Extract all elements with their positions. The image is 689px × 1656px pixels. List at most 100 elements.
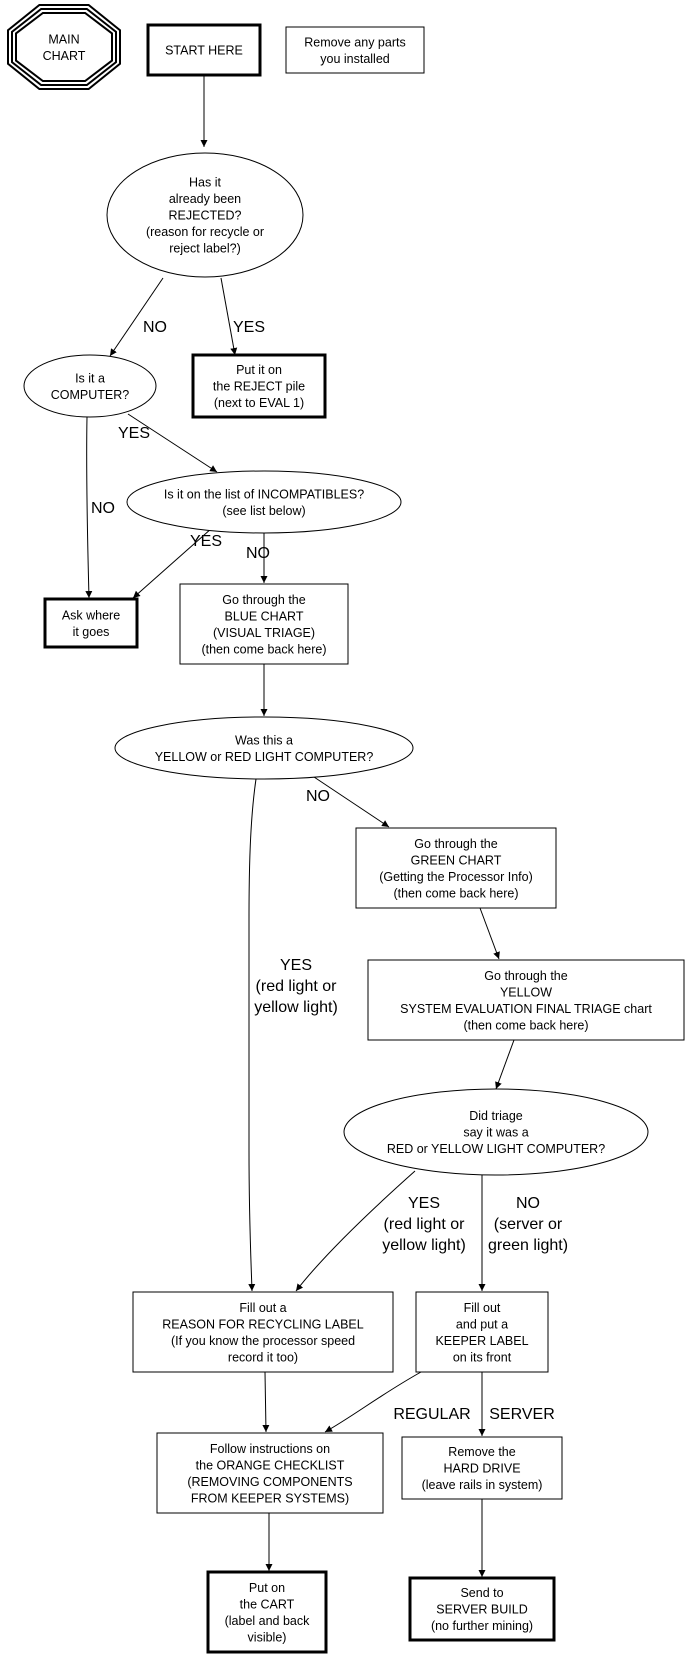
node-main-chart: MAIN CHART xyxy=(7,4,121,90)
node-label-line: Go through the xyxy=(484,969,567,983)
node-label-line: (no further mining) xyxy=(431,1619,533,1633)
node-label-line: reject label?) xyxy=(169,242,241,256)
terminal-box xyxy=(206,1570,328,1654)
edge-label: NO xyxy=(143,319,167,336)
process-box xyxy=(415,1291,549,1373)
edge-yellow-chart-to-triage-q xyxy=(495,1039,515,1090)
edge-label: YES xyxy=(408,1195,440,1212)
decision-ellipse xyxy=(106,152,304,278)
node-label-line: SERVER BUILD xyxy=(436,1603,527,1617)
edge-label: REGULAR xyxy=(393,1406,470,1423)
connector-arrow xyxy=(220,277,238,356)
node-label-line: it goes xyxy=(73,625,110,639)
node-label-line: KEEPER LABEL xyxy=(435,1334,528,1348)
octagon-border-1 xyxy=(7,4,121,90)
node-label-line: Was this a xyxy=(235,733,293,747)
node-label-line: you installed xyxy=(320,52,390,66)
connector-arrow xyxy=(313,776,390,828)
node-label-line: (then come back here) xyxy=(201,642,326,656)
node-label-line: say it was a xyxy=(463,1126,528,1140)
edge-yellow-red-q-to-green-chart: NO xyxy=(306,776,390,828)
node-label-line: (If you know the processor speed xyxy=(171,1334,355,1348)
node-yellow-red-q: Was this a YELLOW or RED LIGHT COMPUTER? xyxy=(114,716,414,780)
process-box xyxy=(156,1432,384,1514)
decision-ellipse xyxy=(126,470,402,534)
node-triage-q: Did triage say it was a RED or YELLOW LIGH… xyxy=(343,1088,649,1176)
connector-arrow xyxy=(495,1039,515,1090)
node-label-line: (REMOVING COMPONENTS xyxy=(187,1475,352,1489)
decision-ellipse xyxy=(343,1088,649,1176)
edge-label: green light) xyxy=(488,1237,568,1254)
node-label-line: (then come back here) xyxy=(463,1018,588,1032)
node-label-line: (VISUAL TRIAGE) xyxy=(213,626,315,640)
connector-arrow xyxy=(295,1170,416,1292)
node-label-line: Is it a xyxy=(75,371,105,385)
process-box xyxy=(132,1291,394,1373)
node-label-line: Did triage xyxy=(469,1109,523,1123)
node-label-line: Follow instructions on xyxy=(210,1442,330,1456)
node-label-line: and put a xyxy=(456,1317,508,1331)
node-label-line: REASON FOR RECYCLING LABEL xyxy=(162,1317,363,1331)
node-label-line: (reason for recycle or xyxy=(146,225,264,239)
edge-label: YES xyxy=(233,319,265,336)
node-label-line: (label and back xyxy=(225,1614,311,1628)
node-label-line: BLUE CHART xyxy=(225,609,304,623)
process-box xyxy=(355,827,557,909)
edge-label: (red light or xyxy=(384,1216,466,1233)
node-label-line: Send to xyxy=(460,1586,503,1600)
edge-label: YES xyxy=(190,533,222,550)
node-start-here: START HERE xyxy=(146,23,262,77)
node-label-line: FROM KEEPER SYSTEMS) xyxy=(191,1491,349,1505)
terminal-box xyxy=(43,597,139,649)
node-label-line: the ORANGE CHECKLIST xyxy=(196,1458,345,1472)
edge-label: (server or xyxy=(494,1216,563,1233)
decision-ellipse xyxy=(23,354,157,418)
edge-label: NO xyxy=(516,1195,540,1212)
process-box xyxy=(285,26,425,74)
edge-computer-q-to-ask-where: NO xyxy=(85,416,115,599)
connector-arrow xyxy=(85,416,93,599)
node-label-line: SYSTEM EVALUATION FINAL TRIAGE chart xyxy=(400,1002,652,1016)
node-label-line: MAIN xyxy=(48,32,79,46)
node-label-line: (leave rails in system) xyxy=(422,1478,543,1492)
node-label-line: Go through the xyxy=(414,837,497,851)
node-label-line: CHART xyxy=(43,49,86,63)
connector-arrow xyxy=(479,907,500,960)
node-label-line: (Getting the Processor Info) xyxy=(379,870,533,884)
process-box xyxy=(401,1436,563,1500)
connector-arrow xyxy=(262,1371,270,1433)
node-orange-checklist: Follow instructions on the ORANGE CHECKLI… xyxy=(156,1432,384,1514)
node-label-line: REJECTED? xyxy=(169,209,242,223)
node-label-line: YELLOW or RED LIGHT COMPUTER? xyxy=(155,750,374,764)
node-recycling-label: Fill out a REASON FOR RECYCLING LABEL (If … xyxy=(132,1291,394,1373)
edge-triage-q-to-recycling-label: YES (red light or yellow light) xyxy=(295,1170,466,1292)
octagon-border-2 xyxy=(11,8,117,86)
terminal-box xyxy=(408,1576,556,1642)
node-label-line: visible) xyxy=(248,1630,287,1644)
edge-triage-q-to-keeper-label: NO (server or green light) xyxy=(478,1175,568,1291)
edge-label: (red light or xyxy=(256,978,338,995)
edge-incompatibles-q-to-blue-chart: NO xyxy=(246,533,270,583)
node-label-line: YELLOW xyxy=(500,985,552,999)
connector-arrow xyxy=(248,778,257,1292)
node-label-line: RED or YELLOW LIGHT COMPUTER? xyxy=(387,1142,605,1156)
edge-label: yellow light) xyxy=(382,1237,466,1254)
connector-arrow xyxy=(324,1371,422,1433)
edge-keeper-label-to-hard-drive: SERVER xyxy=(478,1372,555,1436)
terminal-box xyxy=(191,353,327,419)
edge-rejected-q-to-reject-pile: YES xyxy=(220,277,265,356)
node-label-line: Remove the xyxy=(448,1445,515,1459)
node-label-line: Fill out a xyxy=(239,1301,286,1315)
